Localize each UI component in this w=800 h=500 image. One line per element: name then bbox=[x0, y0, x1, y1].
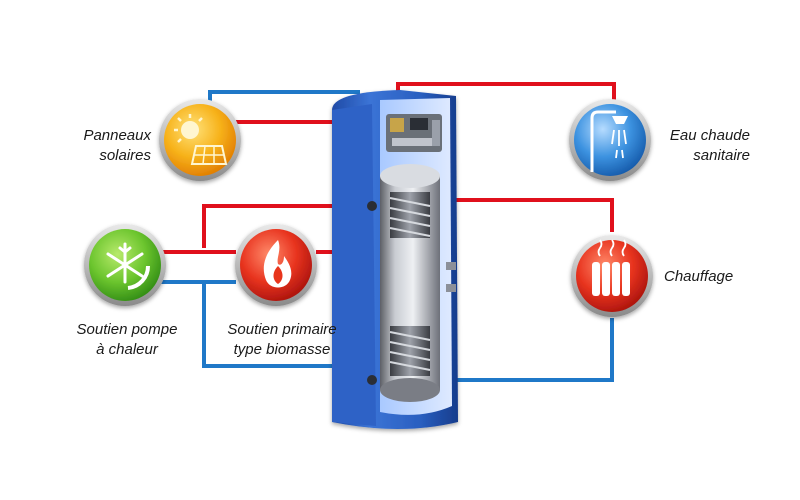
heating-hot-pipe bbox=[452, 198, 614, 232]
support-hot-pipe bbox=[202, 204, 360, 248]
flame-icon bbox=[235, 224, 317, 306]
snowflake-sun-icon bbox=[84, 224, 166, 306]
heatpump-label-line2: à chaleur bbox=[96, 341, 158, 358]
solar-panels-label: Panneaux solaires bbox=[83, 126, 151, 166]
sun-solar-panel-icon bbox=[159, 99, 241, 181]
biomass-label: Soutien primaire type biomasse bbox=[218, 320, 346, 360]
biomass-label-line1: Soutien primaire bbox=[227, 321, 337, 338]
upper-coil bbox=[389, 192, 431, 238]
heating-cold-pipe bbox=[452, 318, 614, 382]
support-cold-pipe bbox=[202, 282, 360, 368]
solar-label-line1: Panneaux bbox=[83, 127, 151, 144]
heatpump-label: Soutien pompe à chaleur bbox=[66, 320, 188, 360]
heating-label: Chauffage bbox=[664, 267, 733, 287]
hotwater-label: Eau chaude sanitaire bbox=[660, 126, 750, 166]
hotwater-label-line1: Eau chaude bbox=[669, 127, 750, 144]
storage-tank bbox=[332, 90, 458, 429]
radiator-icon bbox=[571, 235, 653, 317]
hotwater-label-line2: sanitaire bbox=[693, 147, 750, 164]
solar-label-line2: solaires bbox=[99, 147, 151, 164]
biomass-label-line2: type biomasse bbox=[233, 341, 331, 358]
heatpump-label-line1: Soutien pompe bbox=[76, 321, 178, 338]
shower-icon bbox=[569, 99, 651, 181]
tank-front-edge bbox=[332, 104, 376, 426]
heating-label-text: Chauffage bbox=[664, 268, 734, 285]
lower-coil bbox=[389, 326, 431, 376]
